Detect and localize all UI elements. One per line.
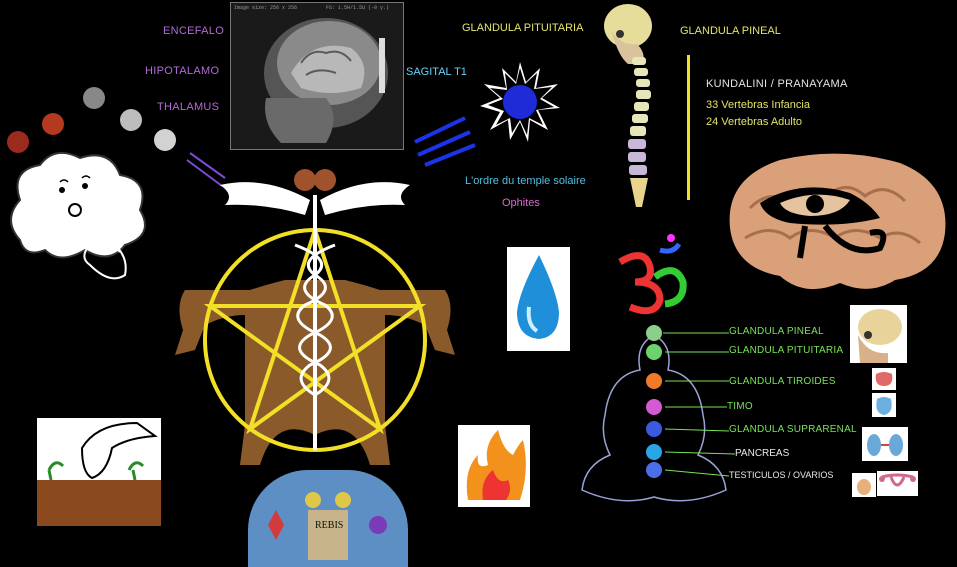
moon-phases [7,87,176,153]
blue-rays [414,116,476,167]
chakra-label-pineal: GLANDULA PINEAL [729,326,824,337]
testicle-icon [857,479,871,495]
moon-gray-1 [83,87,105,109]
om-symbol-icon [618,234,687,315]
label-temple-solaire: L'ordre du temple solaire [465,175,586,187]
thyroid-icon [875,372,893,386]
adrenal-icon [867,434,903,456]
chakra-label-pancreas: PANCREAS [735,448,790,459]
thumb-thyroid [872,368,896,390]
chakra-connector-lines [663,332,735,477]
chakra-solar [646,421,662,437]
moon-red-2 [42,113,64,135]
rebis-label: REBIS [315,520,344,531]
mri-head-graphic [264,18,388,143]
chakra-sacral [646,444,662,460]
chakra-label-pituitaria: GLANDULA PITUITARIA [729,345,844,356]
thumb-ovaries [877,471,918,496]
chakra-third-eye [646,344,662,360]
chakra-crown [646,325,662,341]
label-24-vertebras: 24 Vertebras Adulto [706,116,803,128]
chakra-label-timo: TIMO [727,401,753,412]
label-thalamus: THALAMUS [157,101,220,113]
moon-red-1 [7,131,29,153]
label-sagital: SAGITAL T1 [406,66,467,78]
chakra-root [646,462,662,478]
moon-gray-2 [120,109,142,131]
thumb-adrenal [862,427,908,461]
mri-header-right: FS: 1.5H/1.5U (-0 y.) [326,5,390,11]
mri-header-left: Image size: 256 x 256 [234,5,298,11]
chakra-label-tiroides: GLANDULA TIROIDES [729,376,836,387]
fire-icon [466,430,526,500]
water-drop-panel [507,247,570,351]
planting-panel [37,418,161,526]
thymus-icon [876,397,892,415]
label-33-vertebras: 33 Vertebras Infancia [706,99,810,111]
label-ophites: Ophites [502,197,540,209]
kundalini-line [687,55,690,200]
label-glandula-pineal-title: GLANDULA PINEAL [680,25,781,37]
moon-gray-3 [154,129,176,151]
skull-thumb-icon [858,309,902,363]
thumb-testicle [852,473,876,497]
label-encefalo: ENCEFALO [163,25,225,37]
purple-rays [186,152,226,187]
chakra-label-testiculos: TESTICULOS / OVARIOS [729,470,834,480]
chakra-heart [646,399,662,415]
label-kundalini: KUNDALINI / PRANAYAMA [706,78,848,90]
mri-sagittal-image: Image size: 256 x 256 FS: 1.5H/1.5U (-0 … [230,2,404,150]
chakra-throat [646,373,662,389]
wind-cloud-icon [10,151,146,280]
label-hipotalamo: HIPOTALAMO [145,65,220,77]
thumb-thymus [872,393,896,417]
thumb-skull-pineal [850,305,907,363]
spine-skull-graphic [604,4,652,207]
meditation-figure [581,325,727,502]
water-drop-icon [517,255,559,339]
rebis-panel: REBIS [248,470,408,567]
planting-hand-icon [37,421,161,526]
pentagram-caduceus [175,169,455,465]
ovaries-icon [879,473,916,487]
brain-eye-of-horus [729,153,946,290]
fire-panel [458,425,530,507]
sun-icon [480,62,560,142]
rebis-figure-icon [268,492,387,560]
chakra-label-suprarenal: GLANDULA SUPRARENAL [729,424,857,435]
label-glandula-pituitaria-title: GLANDULA PITUITARIA [462,22,584,34]
